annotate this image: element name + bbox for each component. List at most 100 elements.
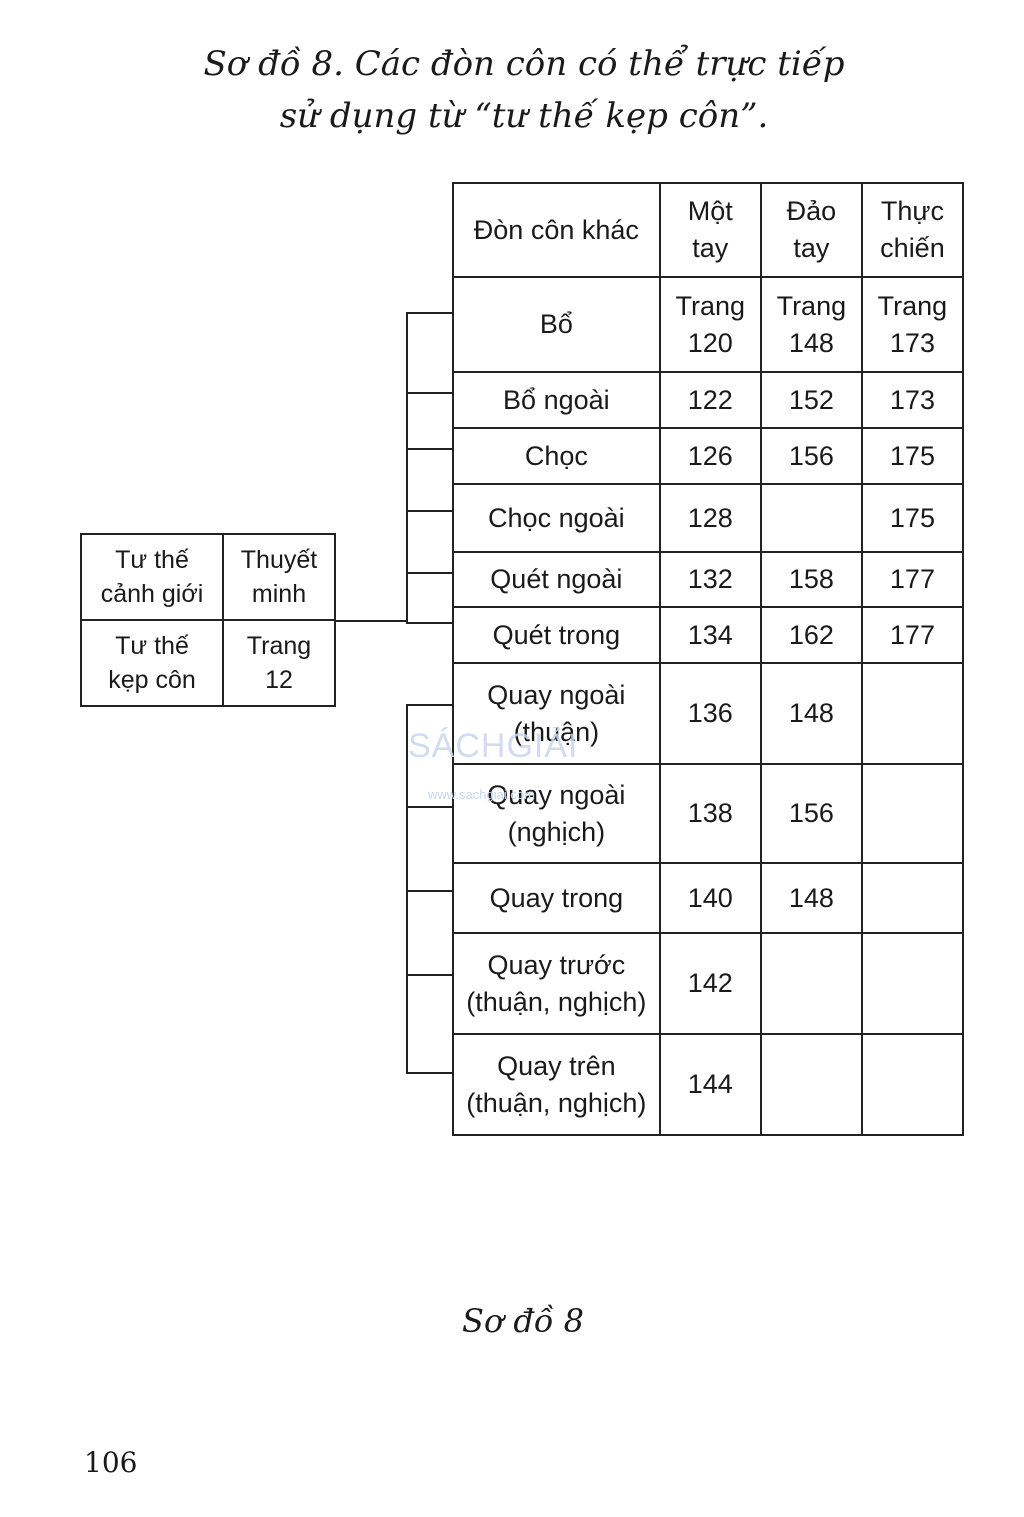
connector-tick [406, 704, 452, 706]
page-cell: Trang 148 [759, 276, 863, 373]
header-text: Thực chiến [880, 196, 945, 263]
cell-text: 173 [889, 384, 935, 415]
page-cell: 173 [860, 371, 965, 429]
stance-cell: Thuyết minh [222, 533, 336, 621]
page-cell: 177 [860, 551, 965, 608]
stance-table: Tư thế cảnh giới Thuyết minh Tư thế kẹp … [80, 533, 336, 707]
technique-name-cell: Quét trong [452, 606, 661, 664]
cell-text: Trang 148 [776, 290, 847, 358]
page-cell: 122 [658, 371, 762, 429]
connector-tick [406, 312, 452, 314]
connector-bracket-upper [406, 312, 408, 622]
page-cell: 144 [658, 1033, 762, 1136]
cell-text: 177 [889, 619, 935, 650]
technique-table: Đòn côn khác Một tay Đảo tay Thực chiến … [452, 182, 965, 1136]
cell-text: 138 [687, 798, 733, 828]
stance-cell-text: Thuyết minh [240, 546, 318, 608]
diagram-title-line-1: Sơ đồ 8. Các đòn côn có thể trực tiếp [203, 44, 845, 84]
table-row: Quay ngoài (nghịch) 138 156 [452, 763, 965, 864]
page-cell [860, 662, 965, 765]
cell-text: 148 [788, 882, 834, 913]
page-cell [860, 862, 965, 934]
cell-text: 132 [687, 564, 733, 594]
cell-text: Bổ [539, 309, 573, 339]
technique-name-cell: Quay trong [452, 862, 661, 934]
cell-text: 140 [687, 882, 733, 913]
technique-name-cell: Quét ngoài [452, 551, 661, 608]
connector-tick [406, 890, 452, 892]
cell-text: 128 [687, 502, 733, 533]
cell-text: Chọc [524, 440, 588, 471]
cell-text: 158 [788, 564, 834, 594]
cell-text: 126 [687, 440, 733, 471]
table-row: Bổ ngoài 122 152 173 [452, 371, 965, 429]
page-cell: 175 [860, 427, 965, 485]
header-cell: Đảo tay [759, 182, 863, 278]
stance-cell-text: Tư thế cảnh giới [100, 546, 204, 608]
page-cell: 158 [759, 551, 863, 608]
technique-name-cell: Quay ngoài (thuận) [452, 662, 661, 765]
header-cell: Một tay [658, 182, 762, 278]
technique-name-cell: Bổ [452, 276, 661, 373]
cell-text: 136 [687, 698, 733, 728]
page-cell [759, 932, 863, 1035]
page-cell [759, 1033, 863, 1136]
page-cell: 156 [759, 763, 863, 864]
page-cell: 134 [658, 606, 762, 664]
connector-tick [406, 572, 452, 574]
cell-text: 175 [889, 502, 935, 533]
page-cell: 140 [658, 862, 762, 934]
page-cell: 156 [759, 427, 863, 485]
cell-text: Quay trên (thuận, nghịch) [466, 1050, 647, 1118]
page-cell: 152 [759, 371, 863, 429]
technique-name-cell: Chọc [452, 427, 661, 485]
header-cell: Thực chiến [860, 182, 965, 278]
cell-text: 148 [788, 698, 834, 728]
cell-text: Quay trong [489, 882, 624, 913]
connector-tick [406, 448, 452, 450]
page-cell: 162 [759, 606, 863, 664]
cell-text: Quay ngoài (thuận) [487, 679, 626, 747]
cell-text: 134 [687, 619, 733, 650]
cell-text: 156 [788, 798, 834, 828]
page-cell [860, 763, 965, 864]
connector-tick [406, 510, 452, 512]
cell-text: Trang 173 [877, 290, 948, 358]
stance-row: Tư thế kẹp côn Trang 12 [80, 619, 336, 707]
page-cell: 128 [658, 483, 762, 553]
connector-horizontal [336, 620, 408, 622]
table-row: Chọc 126 156 175 [452, 427, 965, 485]
cell-text: 122 [687, 384, 733, 415]
table-header-row: Đòn côn khác Một tay Đảo tay Thực chiến [452, 182, 965, 278]
cell-text: Quét ngoài [490, 564, 623, 594]
table-row: Quay trước (thuận, nghịch) 142 [452, 932, 965, 1035]
page-number: 106 [84, 1446, 138, 1479]
cell-text: 177 [889, 564, 935, 594]
page-cell: 138 [658, 763, 762, 864]
cell-text: 156 [788, 440, 834, 471]
table-row: Chọc ngoài 128 175 [452, 483, 965, 553]
page-cell [860, 1033, 965, 1136]
table-row: Quay ngoài (thuận) 136 148 [452, 662, 965, 765]
figure-caption: Sơ đồ 8 [462, 1302, 584, 1340]
technique-name-cell: Chọc ngoài [452, 483, 661, 553]
page-cell: 132 [658, 551, 762, 608]
technique-name-cell: Quay trước (thuận, nghịch) [452, 932, 661, 1035]
table-row: Bổ Trang 120 Trang 148 Trang 173 [452, 276, 965, 373]
connector-tick [406, 974, 452, 976]
cell-text: 152 [788, 384, 834, 415]
page-cell: 175 [860, 483, 965, 553]
table-row: Quay trong 140 148 [452, 862, 965, 934]
stance-cell: Tư thế kẹp côn [80, 619, 224, 707]
header-text: Đòn côn khác [473, 214, 639, 245]
cell-text: 142 [687, 968, 733, 998]
connector-tick [406, 392, 452, 394]
page-cell [759, 483, 863, 553]
cell-text: Quay trước (thuận, nghịch) [466, 949, 647, 1017]
table-row: Quét ngoài 132 158 177 [452, 551, 965, 608]
technique-name-cell: Quay trên (thuận, nghịch) [452, 1033, 661, 1136]
header-cell: Đòn côn khác [452, 182, 661, 278]
diagram-title-line-2: sử dụng từ “tư thế kẹp côn”. [279, 96, 769, 136]
technique-name-cell: Quay ngoài (nghịch) [452, 763, 661, 864]
header-text: Một tay [687, 196, 733, 263]
